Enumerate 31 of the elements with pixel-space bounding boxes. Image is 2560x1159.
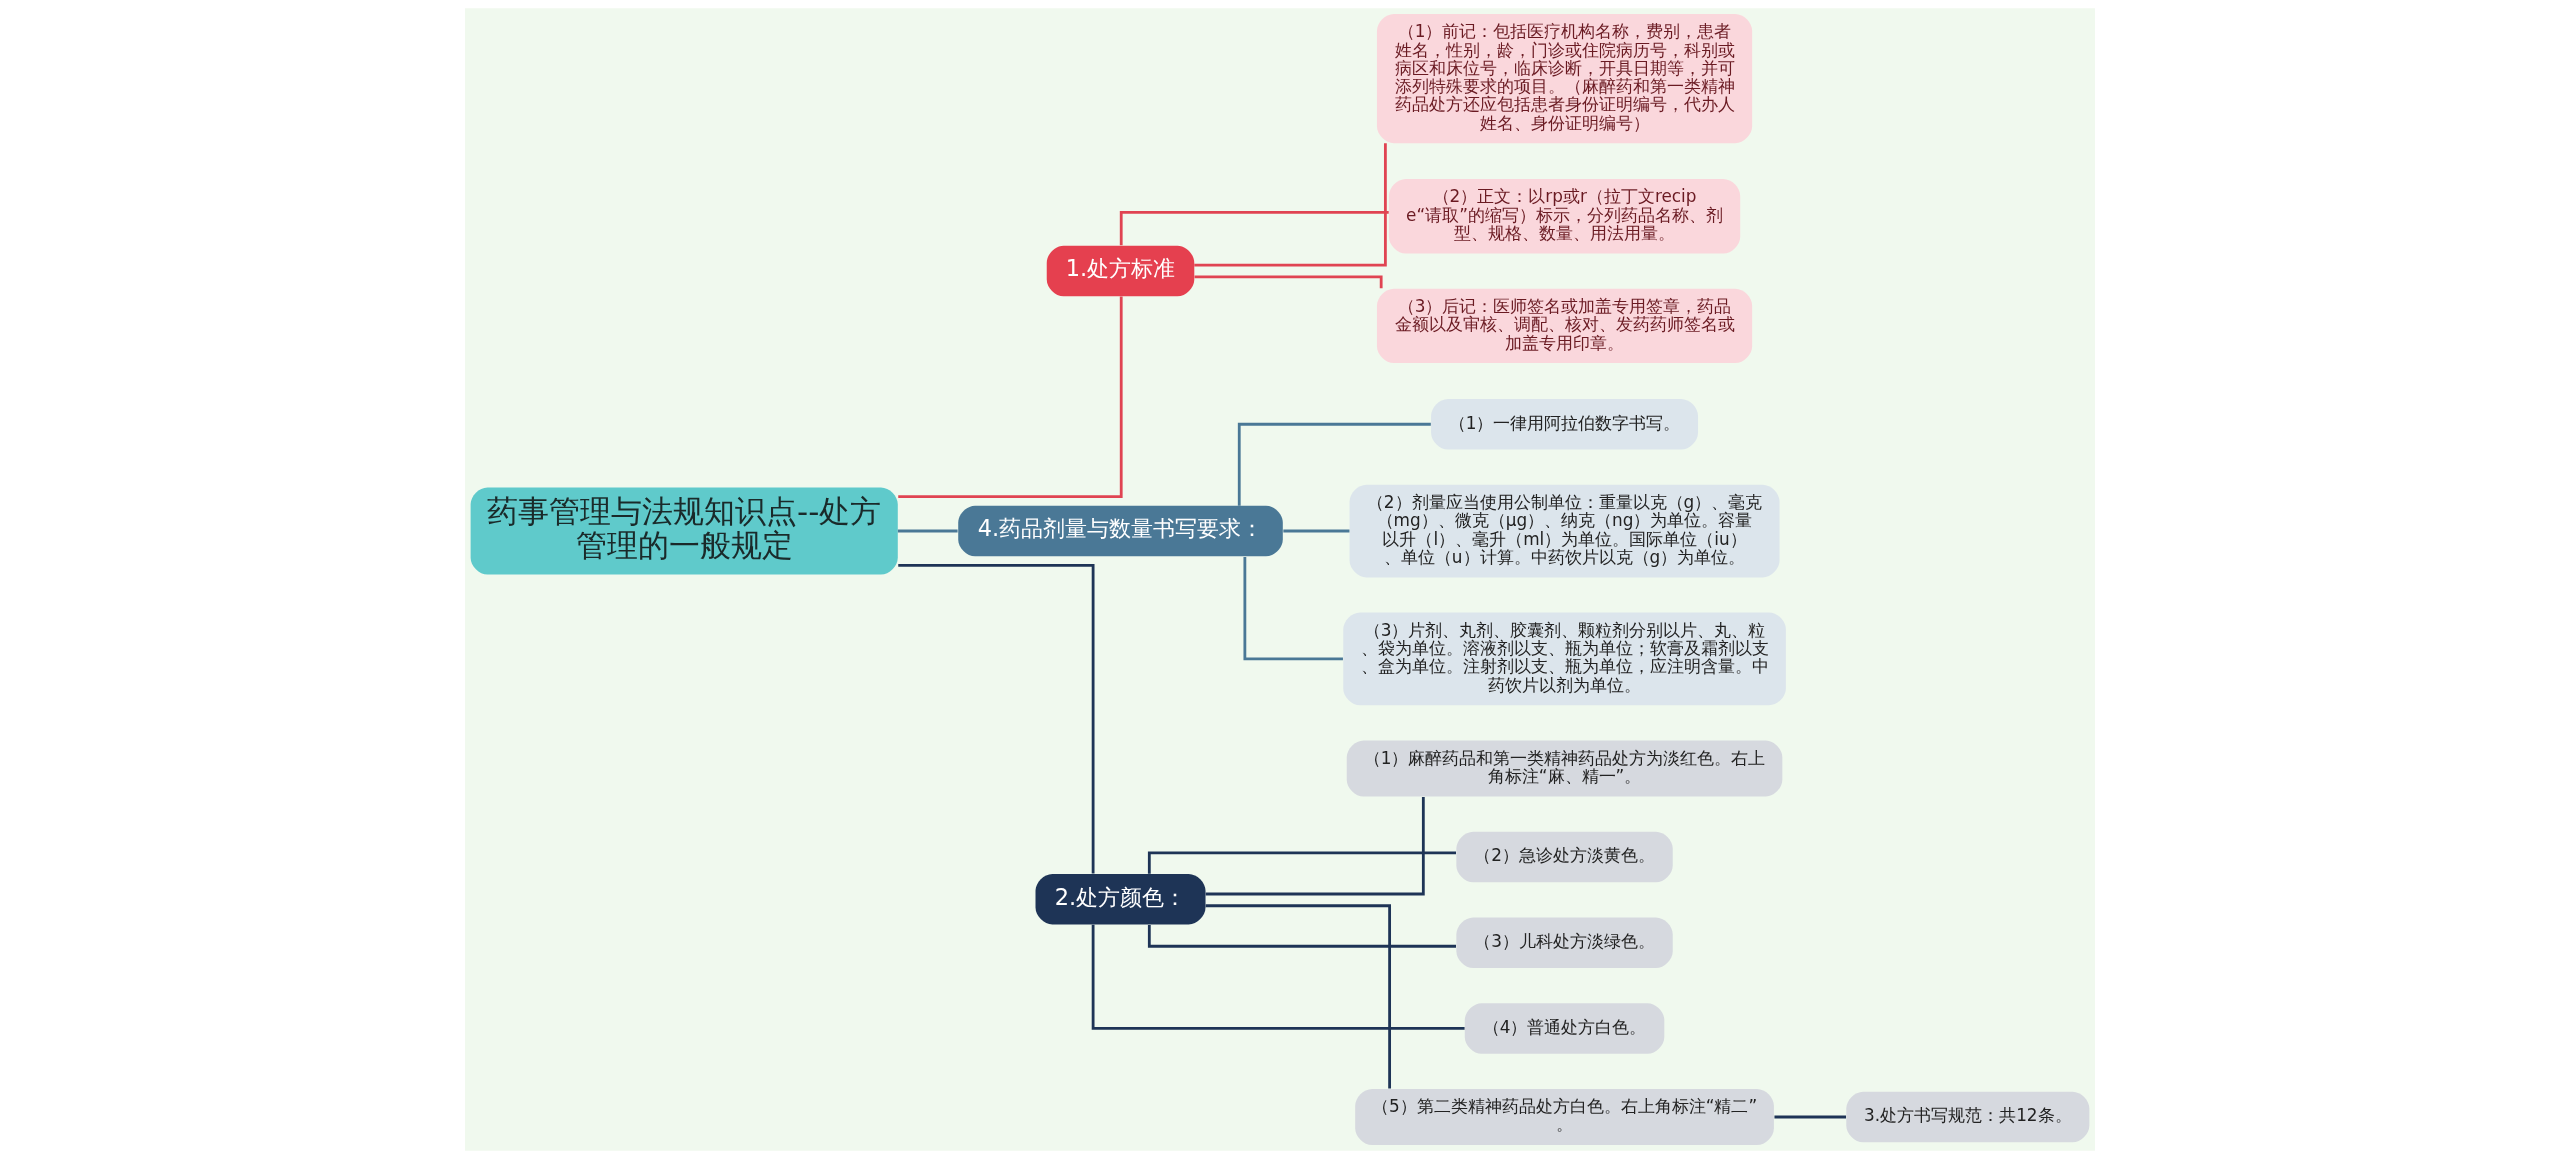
node-box: （3）儿科处方淡绿色。: [1456, 917, 1673, 969]
node-box: （2）正文：以rp或r（拉丁文recipe“请取”的缩写）标示，分列药品名称、剂型、规格、数量、用法用量。: [1388, 179, 1741, 254]
connector: [1774, 1115, 1846, 1119]
connector: [1147, 924, 1456, 948]
node-box: 1.处方标准: [1046, 245, 1195, 297]
connector: [897, 529, 958, 533]
connector: [1147, 851, 1456, 874]
node-box: 2.处方颜色：: [1035, 873, 1206, 925]
connector: [898, 296, 1123, 498]
node-box: （2）急诊处方淡黄色。: [1456, 831, 1673, 883]
connector: [1119, 211, 1389, 246]
node-box: （3）后记：医师签名或加盖专用签章，药品金额以及审核、调配、核对、发药药师签名或加盖专用印章。: [1376, 288, 1753, 364]
connector: [1243, 556, 1343, 661]
connector: [1205, 904, 1391, 1089]
connector: [1091, 924, 1465, 1030]
connector: [1283, 529, 1350, 533]
connector: [1205, 797, 1425, 896]
node-box: 药事管理与法规知识点--处方管理的一般规定: [470, 487, 898, 575]
node-box: （1）麻醉药品和第一类精神药品处方为淡红色。右上角标注“麻、精一”。: [1346, 740, 1783, 797]
connector: [898, 564, 1095, 874]
node-box: （5）第二类精神药品处方白色。右上角标注“精二”。: [1355, 1088, 1774, 1146]
connector: [1194, 143, 1387, 267]
node-box: （4）普通处方白色。: [1464, 1003, 1665, 1054]
node-box: （1）一律用阿拉伯数字书写。: [1431, 398, 1699, 450]
node-box: （1）前记：包括医疗机构名称，费别，患者姓名，性别，龄，门诊或住院病历号，科别或病区和床位号，临床诊断，开具日期等，并可添列特殊要求的项目。（麻醉药和第一类精神药品处方还应包括患者身份证明编号，代办人姓名、身份证明编号）: [1376, 13, 1753, 144]
connector: [1194, 275, 1383, 289]
connector: [1237, 422, 1431, 506]
node-box: 4.药品剂量与数量书写要求：: [958, 505, 1283, 557]
node-box: （2）剂量应当使用公制单位：重量以克（g）、毫克（mg）、微克（μg）、纳克（ng）为单位。容量以升（l）、毫升（ml）为单位。国际单位（iu）、单位（u）计算。中药饮片以克（g）为单位。: [1349, 484, 1780, 578]
node-box: （3）片剂、丸剂、胶囊剂、颗粒剂分别以片、丸、粒、袋为单位。溶液剂以支、瓶为单位；软膏及霜剂以支、盒为单位。注射剂以支、瓶为单位，应注明含量。中药饮片以剂为单位。: [1343, 612, 1786, 706]
node-box: 3.处方书写规范：共12条。: [1846, 1091, 2090, 1143]
